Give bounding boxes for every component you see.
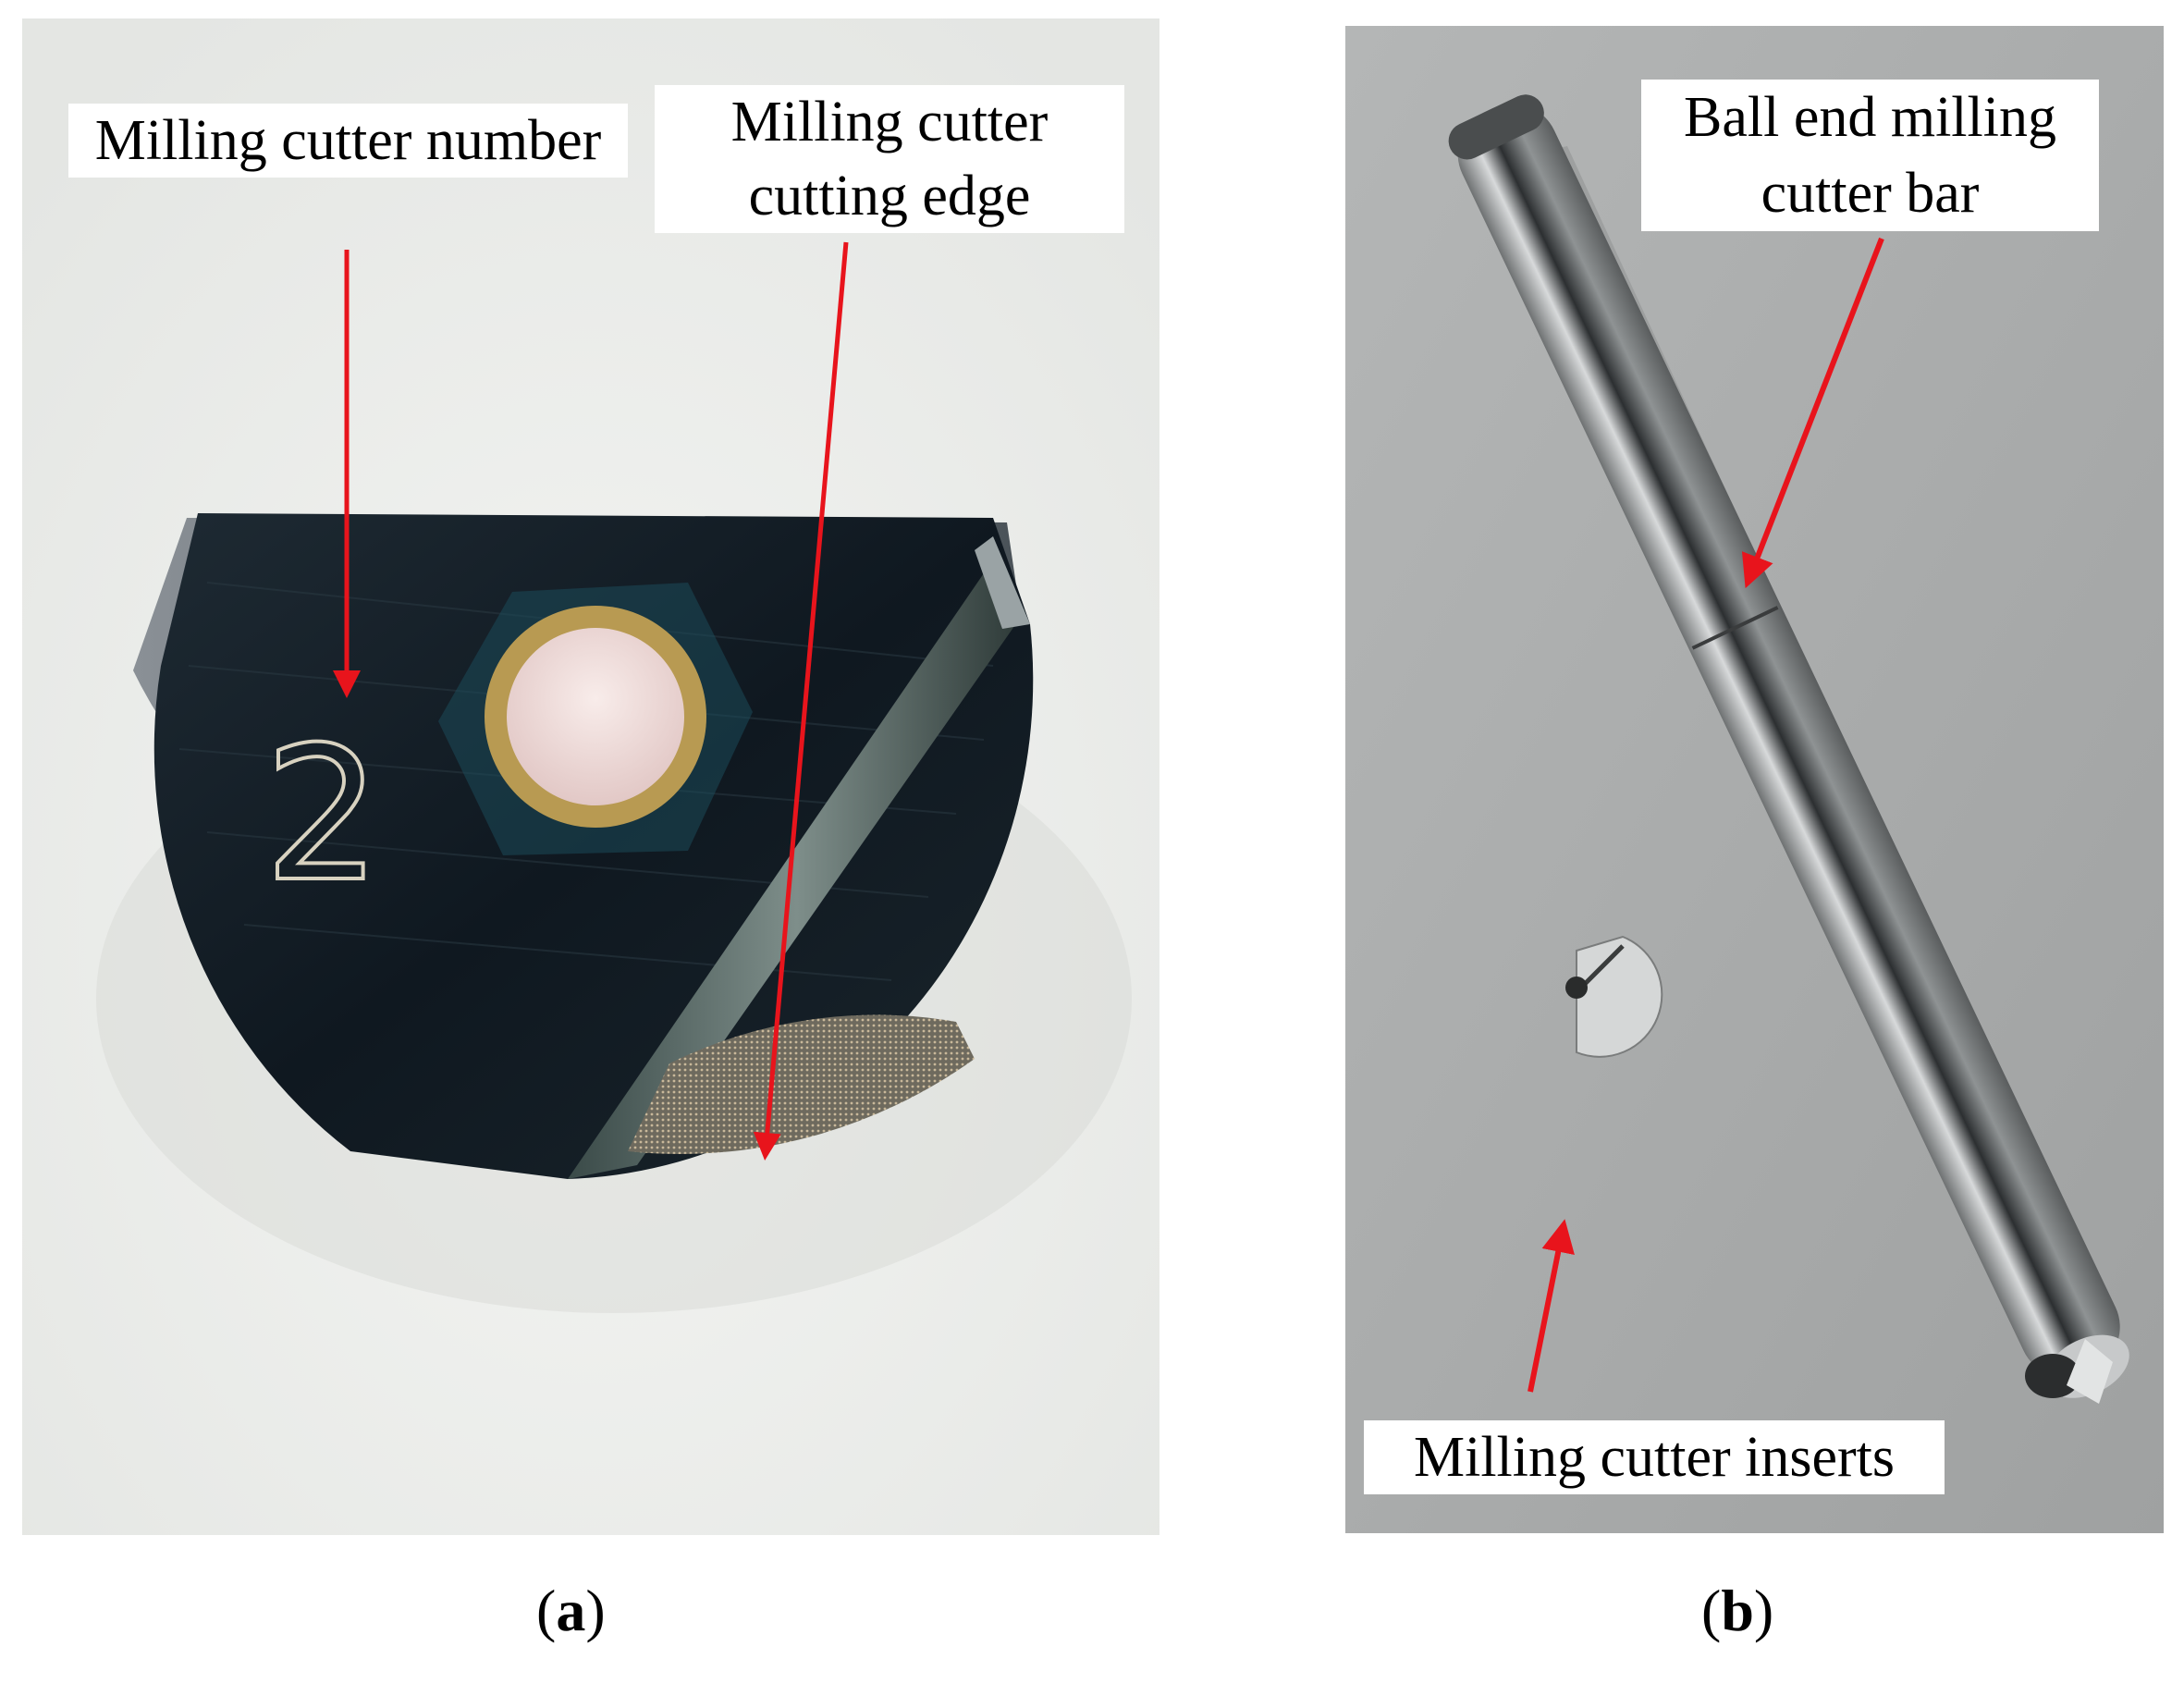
caption-open-paren: ( [536,1578,557,1643]
caption-letter: b [1721,1578,1754,1643]
cutter-bar-image [1345,26,2164,1533]
label-ball-end-milling-cutter-bar: Ball end milling cutter bar [1641,80,2099,231]
label-text: Milling cutter inserts [1413,1426,1896,1489]
caption-a: (a) [536,1577,606,1645]
label-line-2: cutter bar [1761,162,1980,225]
insert-closeup-image: 2 [22,18,1159,1535]
label-line-1: Ball end milling [1684,86,2056,149]
insert-engraved-digit: 2 [264,707,381,923]
caption-close-paren: ) [585,1578,606,1643]
caption-open-paren: ( [1701,1578,1722,1643]
label-milling-cutter-number: Milling cutter number [68,104,628,178]
small-insert-photo [1565,935,1663,1058]
label-line-1: Milling cutter [730,91,1049,154]
label-milling-cutter-inserts: Milling cutter inserts [1364,1420,1945,1494]
label-milling-cutter-cutting-edge: Milling cutter cutting edge [655,85,1124,233]
panel-b-photo: Ball end milling cutter bar Milling cutt… [1345,26,2164,1533]
caption-letter: a [556,1578,586,1643]
label-text: Milling cutter number [94,109,602,172]
label-line-2: cutting edge [748,165,1031,227]
caption-close-paren: ) [1753,1578,1774,1643]
caption-b: (b) [1701,1577,1773,1645]
panel-a-photo: 2 Milling cutter number Milling cutter c… [22,18,1159,1535]
